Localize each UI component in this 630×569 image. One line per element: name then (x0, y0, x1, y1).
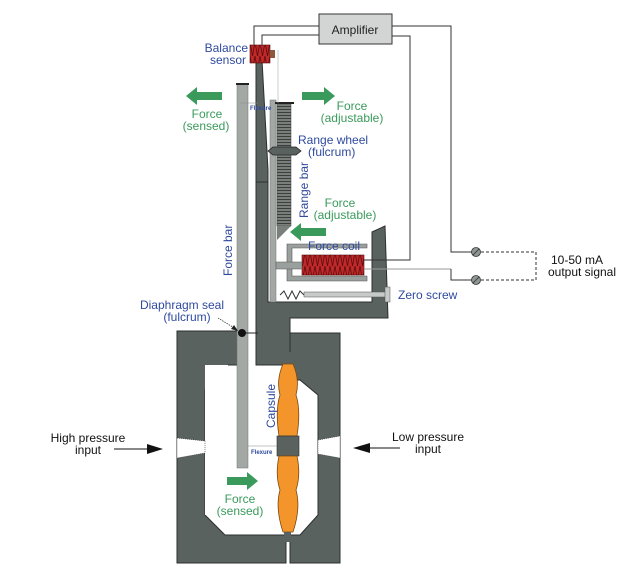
diaphragm-seal-icon (238, 329, 246, 337)
capsule-lower (276, 455, 300, 533)
range-wheel-label-2: (fulcrum) (308, 145, 355, 159)
balance-sensor-coil (249, 44, 271, 64)
force-arrow-left-top (186, 87, 222, 105)
force-adjustable-mid-label-2: (adjustable) (314, 208, 377, 222)
frame (255, 179, 389, 366)
capsule-center-block (276, 435, 300, 457)
low-pressure-arrowhead-icon (353, 443, 370, 453)
wire-sensor-b (261, 34, 319, 45)
capsule-upper (276, 363, 300, 437)
force-adjustable-mid-label: Force (325, 196, 356, 210)
low-pressure-label: Low pressure (392, 430, 464, 444)
range-wheel-label: Range wheel (298, 133, 368, 147)
force-arrow-right-bottom (227, 472, 258, 490)
zero-screw-label: Zero screw (398, 288, 458, 302)
wire-output-a (392, 25, 472, 253)
force-sensed-top-label-2: (sensed) (183, 119, 230, 133)
high-pressure-port (176, 437, 206, 459)
high-pressure-label: High pressure (51, 431, 126, 445)
force-arrow-right-top (302, 87, 335, 105)
wire-output-b (450, 269, 472, 281)
high-pressure-arrowhead-icon (147, 444, 163, 454)
capsule-stem-bottom (284, 532, 291, 542)
wire-sensor-a (253, 25, 319, 45)
force-adjustable-top-label-2: (adjustable) (321, 111, 384, 125)
flexure-top-label: Flexure (250, 106, 272, 112)
force-coil (301, 254, 365, 276)
force-coil-assembly (275, 243, 368, 282)
flexure-bottom-label: Flexure (251, 450, 273, 456)
low-pressure-label-2: input (415, 442, 442, 456)
force-sensed-bottom-label: Force (225, 492, 256, 506)
wire-amp-coil (364, 35, 411, 261)
range-bar-upright (269, 99, 277, 303)
zero-spring (279, 289, 305, 301)
amplifier-box (318, 13, 393, 45)
zero-screw-head (384, 286, 391, 303)
diaphragm-seal-label-2: (fulcrum) (163, 310, 210, 324)
wiring (253, 25, 537, 285)
output-signal-label: 10-50 mA (551, 253, 603, 267)
force-coil-rod (275, 261, 303, 270)
range-bar-label: Range bar (297, 162, 311, 218)
housing-cavity (205, 365, 228, 515)
capsule (276, 352, 300, 542)
low-pressure-port (317, 435, 341, 459)
force-bar (236, 83, 249, 469)
range-bar (255, 59, 269, 183)
high-pressure-label-2: input (75, 443, 102, 457)
zero-screw-shaft (303, 291, 387, 298)
zero-screw (279, 286, 391, 303)
amplifier-label: Amplifier (332, 23, 379, 37)
balance-sensor (249, 44, 275, 64)
diaphragm-pointer-head-icon (231, 325, 238, 331)
balance-sensor-label: Balance (205, 41, 249, 55)
terminal-slot (472, 248, 480, 256)
force-coil-housing (286, 243, 368, 282)
force-sensed-bottom-label-2: (sensed) (217, 504, 264, 518)
capsule-stem-top (284, 352, 291, 364)
capsule-label: Capsule (264, 384, 278, 428)
housing (176, 179, 389, 564)
force-coil-label: Force coil (308, 239, 360, 253)
terminal-slot (472, 276, 480, 284)
force-sensed-top-label: Force (192, 107, 223, 121)
output-signal-label-2: output signal (548, 265, 616, 279)
force-adjustable-top-label: Force (337, 99, 368, 113)
range-wheel-taper (277, 226, 291, 240)
balance-sensor-core (270, 50, 275, 58)
range-wheel-thread (276, 103, 292, 227)
balance-sensor-label-2: sensor (210, 53, 246, 67)
force-arrow-left-mid (290, 223, 326, 241)
diaphragm-seal-label: Diaphragm seal (140, 298, 224, 312)
force-bar-label: Force bar (221, 225, 235, 276)
output-loop-dashed (481, 251, 537, 281)
range-wheel-icon (267, 146, 302, 156)
